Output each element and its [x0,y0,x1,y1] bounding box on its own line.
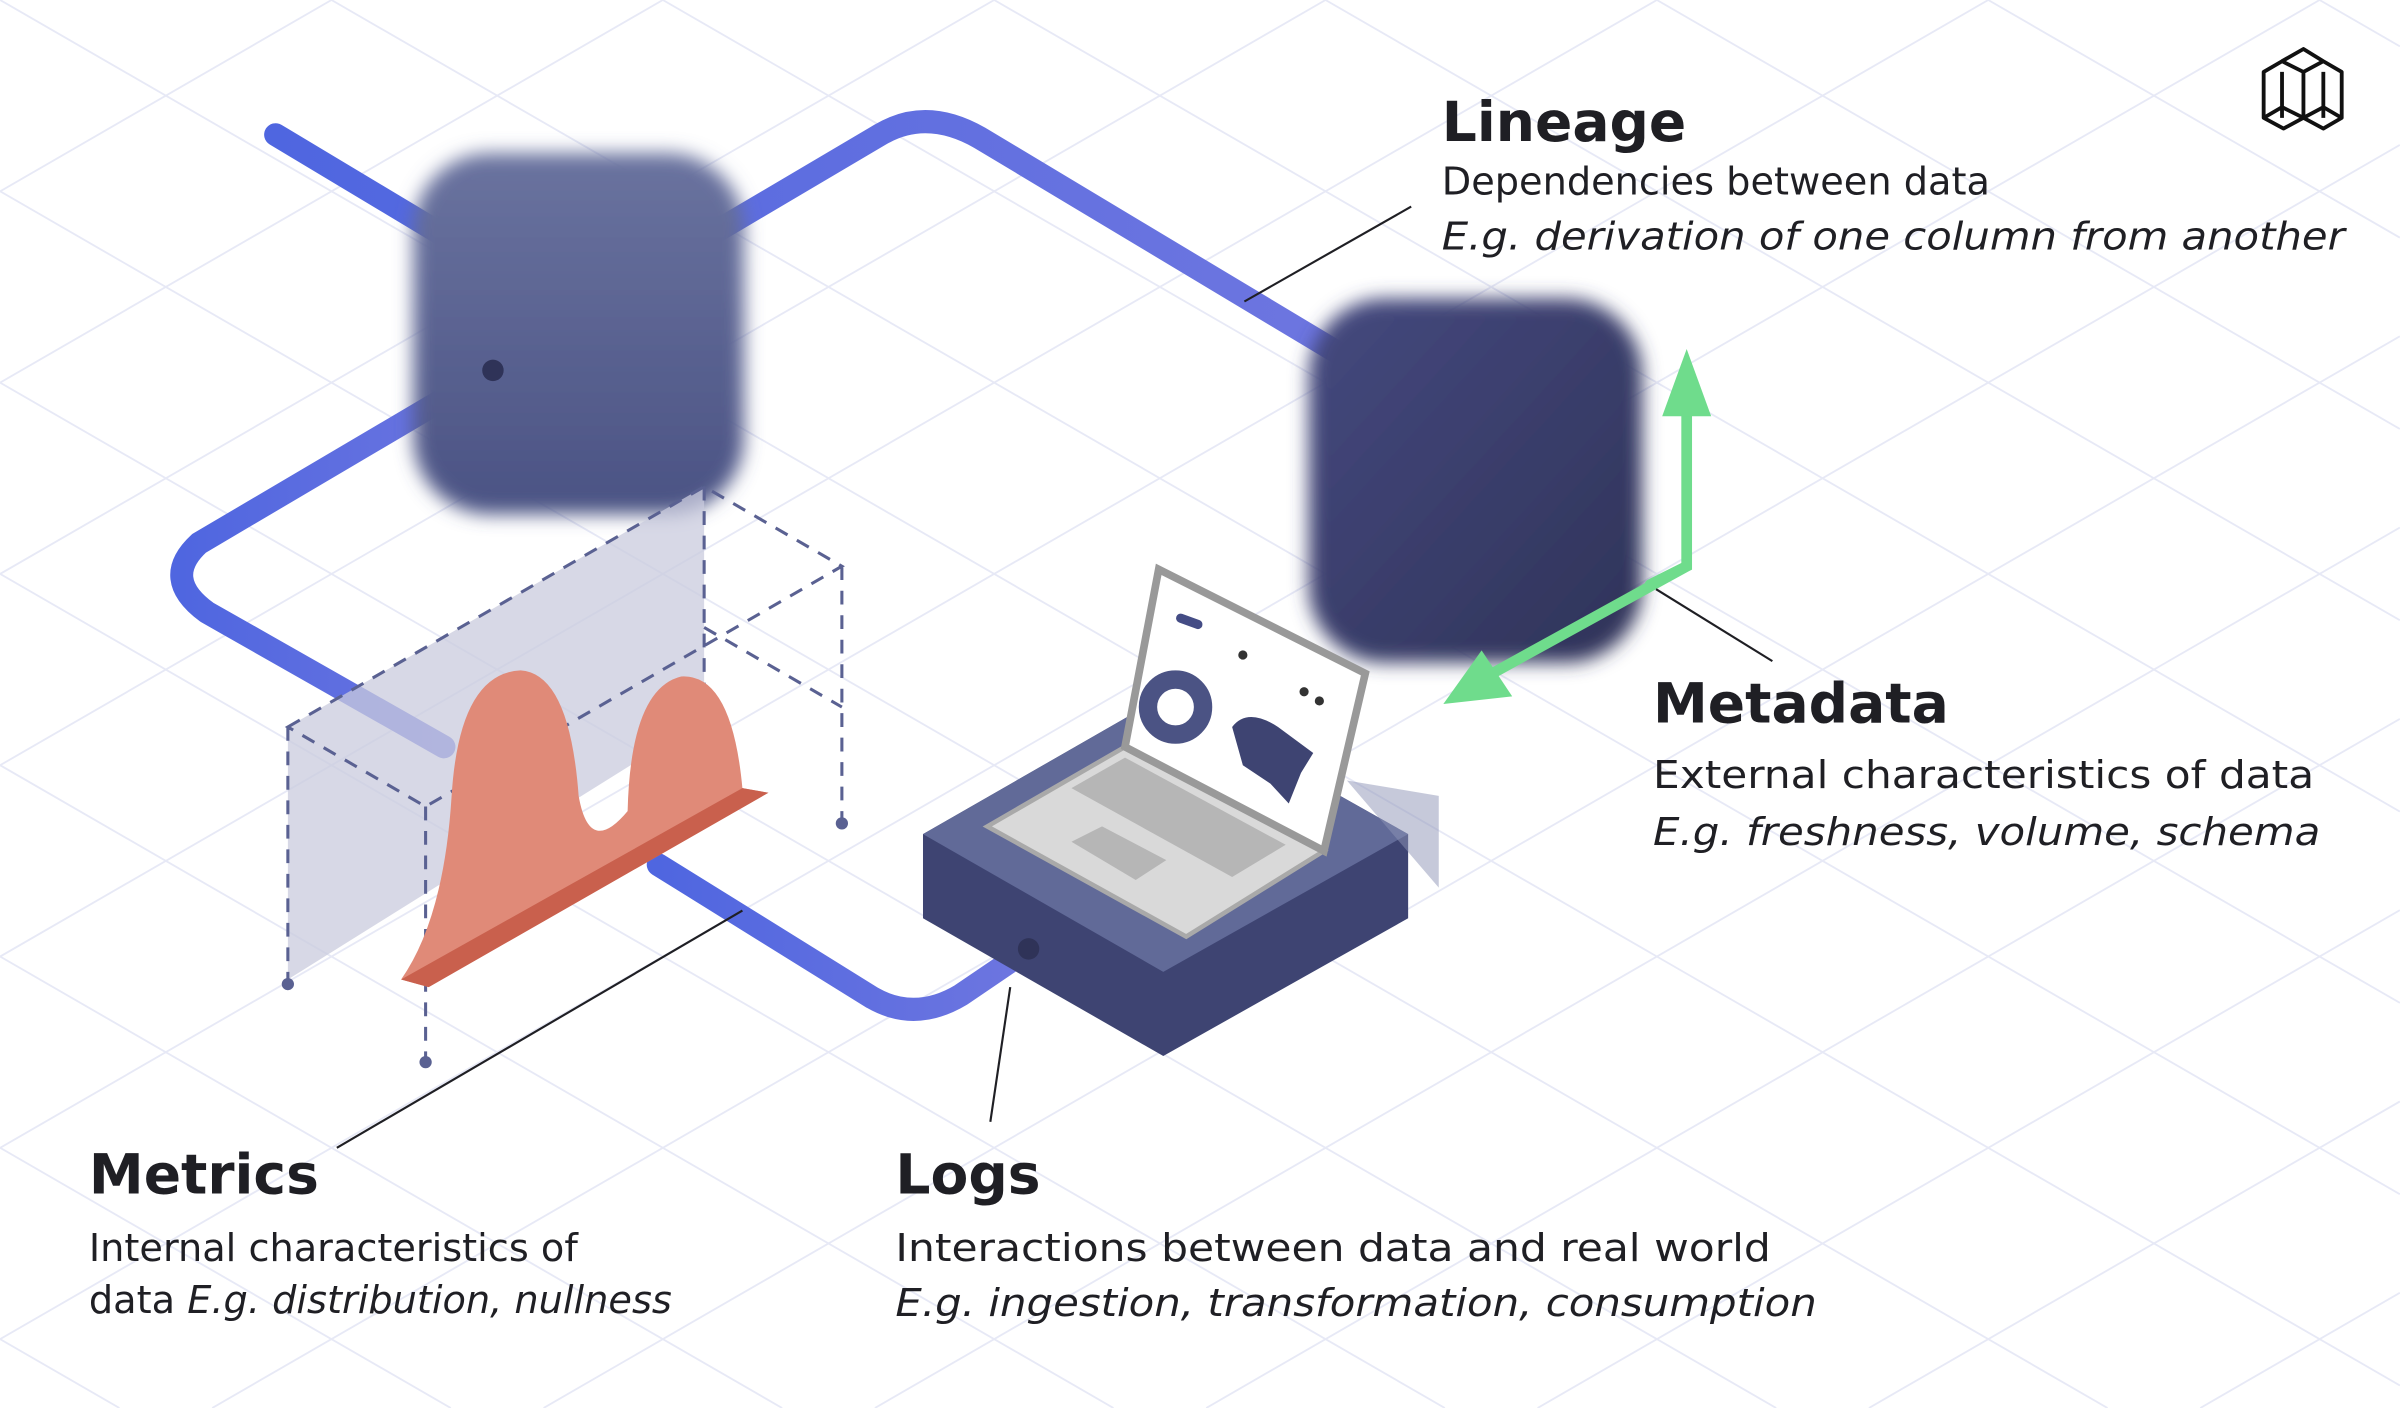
metadata-desc: External characteristics of data [1653,753,2314,798]
grid-line [0,0,664,384]
logs-example: E.g. ingestion, transformation, consumpt… [895,1281,1816,1326]
lineage-label: Lineage Dependencies between data E.g. d… [1442,90,2347,260]
arrow-left-icon [1443,650,1513,704]
laptop [982,563,1370,940]
lineage-title: Lineage [1442,90,1686,154]
grid-line [1537,909,2400,1408]
grid-line [1205,718,2400,1408]
metadata-axes [1486,407,1693,679]
lineage-desc: Dependencies between data [1442,159,1990,204]
grid-line [0,1338,120,1408]
grid-line [2319,0,2400,48]
cube-lineage-target [1308,298,1643,663]
metrics-desc: Internal characteristics of [89,1226,579,1271]
metrics-desc-cont: data [89,1278,187,1323]
metrics-example-italic: E.g. distribution, nullness [187,1278,672,1323]
arrow-up-icon [1662,348,1712,417]
pipe-bottom [646,853,1045,1021]
grid-line [0,1147,452,1408]
grid-line [0,0,332,193]
logs-title: Logs [895,1143,1040,1207]
grid-line [1868,1100,2400,1408]
map-icon [1232,717,1314,804]
metrics-label: Metrics Internal characteristics of data… [89,1143,672,1323]
logs-desc: Interactions between data and real world [895,1226,1770,1271]
grid-line [0,573,1446,1408]
metrics-title: Metrics [89,1143,319,1207]
crystal-logo-icon [2261,47,2344,131]
grid-line [0,955,783,1408]
logs-label: Logs Interactions between data and real … [895,1143,1816,1326]
grid-line [1987,0,2400,239]
grid-line [1325,0,2400,622]
metrics-example: data E.g. distribution, nullness [89,1278,672,1323]
grid-line [2199,1291,2400,1408]
metadata-label: Metadata External characteristics of dat… [1653,671,2320,854]
pipe-port [482,359,504,382]
cube-lineage-source [413,153,744,515]
lineage-example: E.g. derivation of one column from anoth… [1442,214,2347,259]
grid-line [0,381,1777,1408]
pipe-left [170,355,510,759]
grid-line [0,0,1989,1149]
grid-line [1656,0,2400,430]
grid-line [0,764,1114,1408]
distribution-curve [401,670,769,988]
grid-line [543,335,2400,1408]
donut-chart [1138,670,1213,744]
grid-line [0,0,1658,958]
metadata-example: E.g. freshness, volume, schema [1653,810,2320,855]
lineage-pipes [170,110,1374,1021]
metadata-title: Metadata [1653,671,1949,735]
leader-lines [336,205,1773,1149]
metrics-chart [281,484,848,1069]
grid-line [874,526,2400,1408]
